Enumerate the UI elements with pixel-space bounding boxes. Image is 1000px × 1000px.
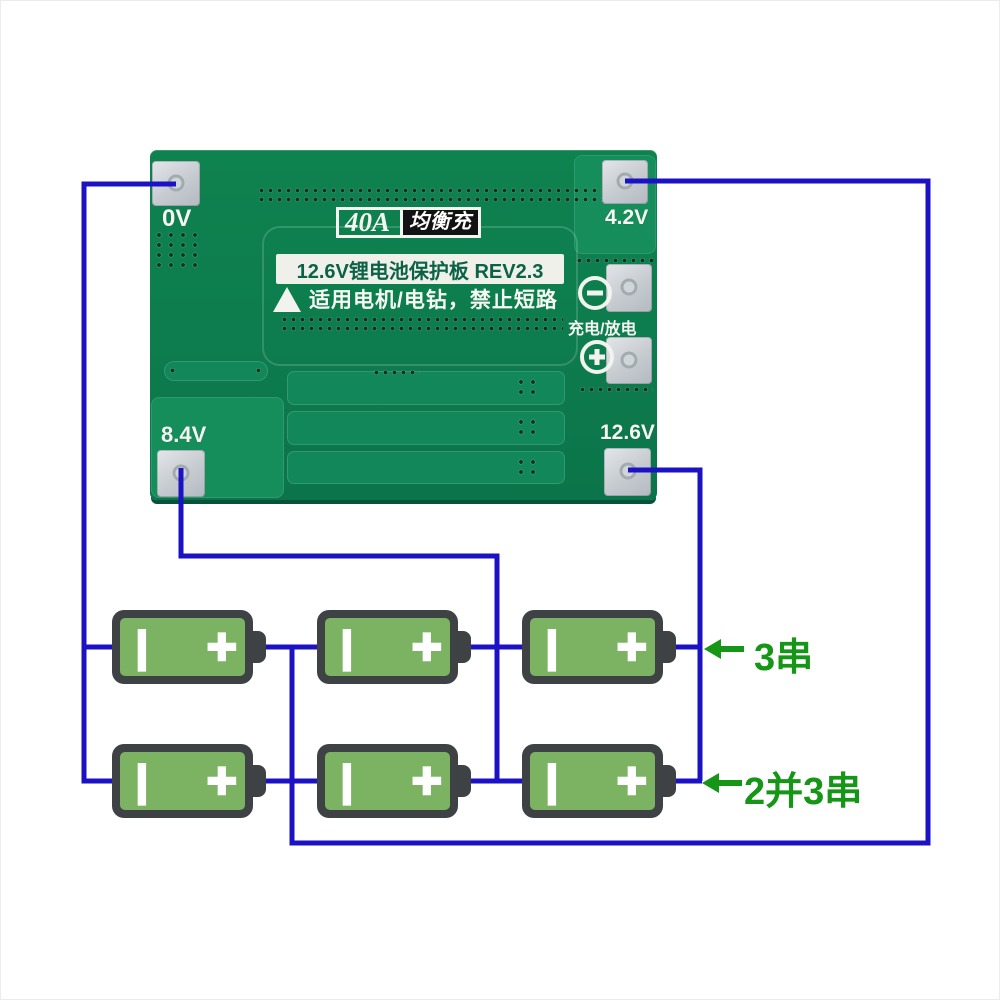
battery-body [325, 752, 450, 810]
battery-cell-top-1: | + [112, 610, 266, 684]
battery-body [530, 752, 655, 810]
battery-plus-mark: + [615, 751, 648, 812]
wire-8v4 [178, 468, 500, 781]
battery-positive-nub [250, 765, 266, 797]
wire-4v2 [289, 178, 931, 846]
minus-terminal-icon [578, 276, 612, 310]
battery-cell-bottom-2: | + [317, 744, 471, 818]
hole-dot-bar-left [168, 366, 178, 376]
battery-body [120, 752, 245, 810]
annotation-2p3s: 2并3串 [744, 771, 863, 813]
battery-minus-mark: | [135, 756, 150, 806]
battery-minus-mark: | [340, 756, 355, 806]
pad-label-8v4: 8.4V [161, 422, 207, 447]
warning-row: 适用电机/电钻，禁止短路 [273, 286, 573, 312]
wire-12v6 [628, 467, 703, 781]
battery-positive-nub [660, 631, 676, 663]
pad-label-0v: 0V [162, 205, 192, 232]
left-arrow-head-bottom [702, 773, 719, 793]
battery-plus-mark: + [410, 617, 443, 678]
battery-positive-nub [660, 765, 676, 797]
hole-row-right-bottom [578, 385, 653, 395]
battery-cell-top-3: | + [522, 610, 676, 684]
charge-discharge-label: 充电/放电 [568, 321, 637, 338]
battery-positive-nub [455, 631, 471, 663]
hole-row-top [257, 186, 603, 204]
battery-cell-bottom-1: | + [112, 744, 266, 818]
pcb-trace-bar-small [164, 361, 268, 381]
hole-row-4v2 [575, 256, 653, 266]
battery-minus-mark: | [340, 622, 355, 672]
pad-label-4v2: 4.2V [605, 206, 649, 229]
hole-cluster-strip-3 [515, 457, 541, 479]
battery-minus-mark: | [545, 622, 560, 672]
battery-plus-mark: + [615, 617, 648, 678]
battery-plus-mark: + [410, 751, 443, 812]
battery-body [530, 618, 655, 676]
battery-minus-mark: | [545, 756, 560, 806]
battery-plus-mark: + [205, 751, 238, 812]
plus-terminal-icon [580, 340, 614, 374]
pad-charge-plus [606, 337, 652, 384]
hole-row-small-mid [372, 368, 420, 378]
hole-grid-0v [153, 230, 203, 272]
hole-dot-bar-right [254, 366, 264, 376]
battery-body [325, 618, 450, 676]
battery-positive-nub [455, 765, 471, 797]
battery-plus-mark: + [205, 617, 238, 678]
board-model-text: 12.6V锂电池保护板 REV2.3 [296, 260, 544, 283]
current-rating-badge: 40A [336, 207, 404, 238]
balance-charge-badge: 均衡充 [403, 207, 482, 238]
pad-label-12v6: 12.6V [600, 421, 655, 444]
warning-text: 适用电机/电钻，禁止短路 [309, 289, 558, 312]
battery-cell-bottom-3: | + [522, 744, 676, 818]
battery-cell-top-2: | + [317, 610, 471, 684]
hole-cluster-strip-2 [515, 417, 541, 439]
wire-0v [81, 181, 176, 784]
battery-positive-nub [250, 631, 266, 663]
annotation-3-series: 3串 [754, 637, 814, 679]
hole-row-middle [280, 315, 563, 332]
board-model-strip: 12.6V锂电池保护板 REV2.3 [276, 254, 564, 284]
bms-protection-board: 0V 4.2V 8.4V 12.6V 40A 均衡充 12.6V锂电池保护板 R… [150, 150, 657, 500]
battery-minus-mark: | [135, 622, 150, 672]
left-arrow-head-top [704, 639, 721, 659]
battery-body [120, 618, 245, 676]
warning-triangle-icon [273, 286, 301, 312]
hole-cluster-strip-1 [515, 377, 541, 399]
board-title-badges: 40A 均衡充 [336, 207, 482, 238]
pad-charge-minus [606, 264, 652, 312]
